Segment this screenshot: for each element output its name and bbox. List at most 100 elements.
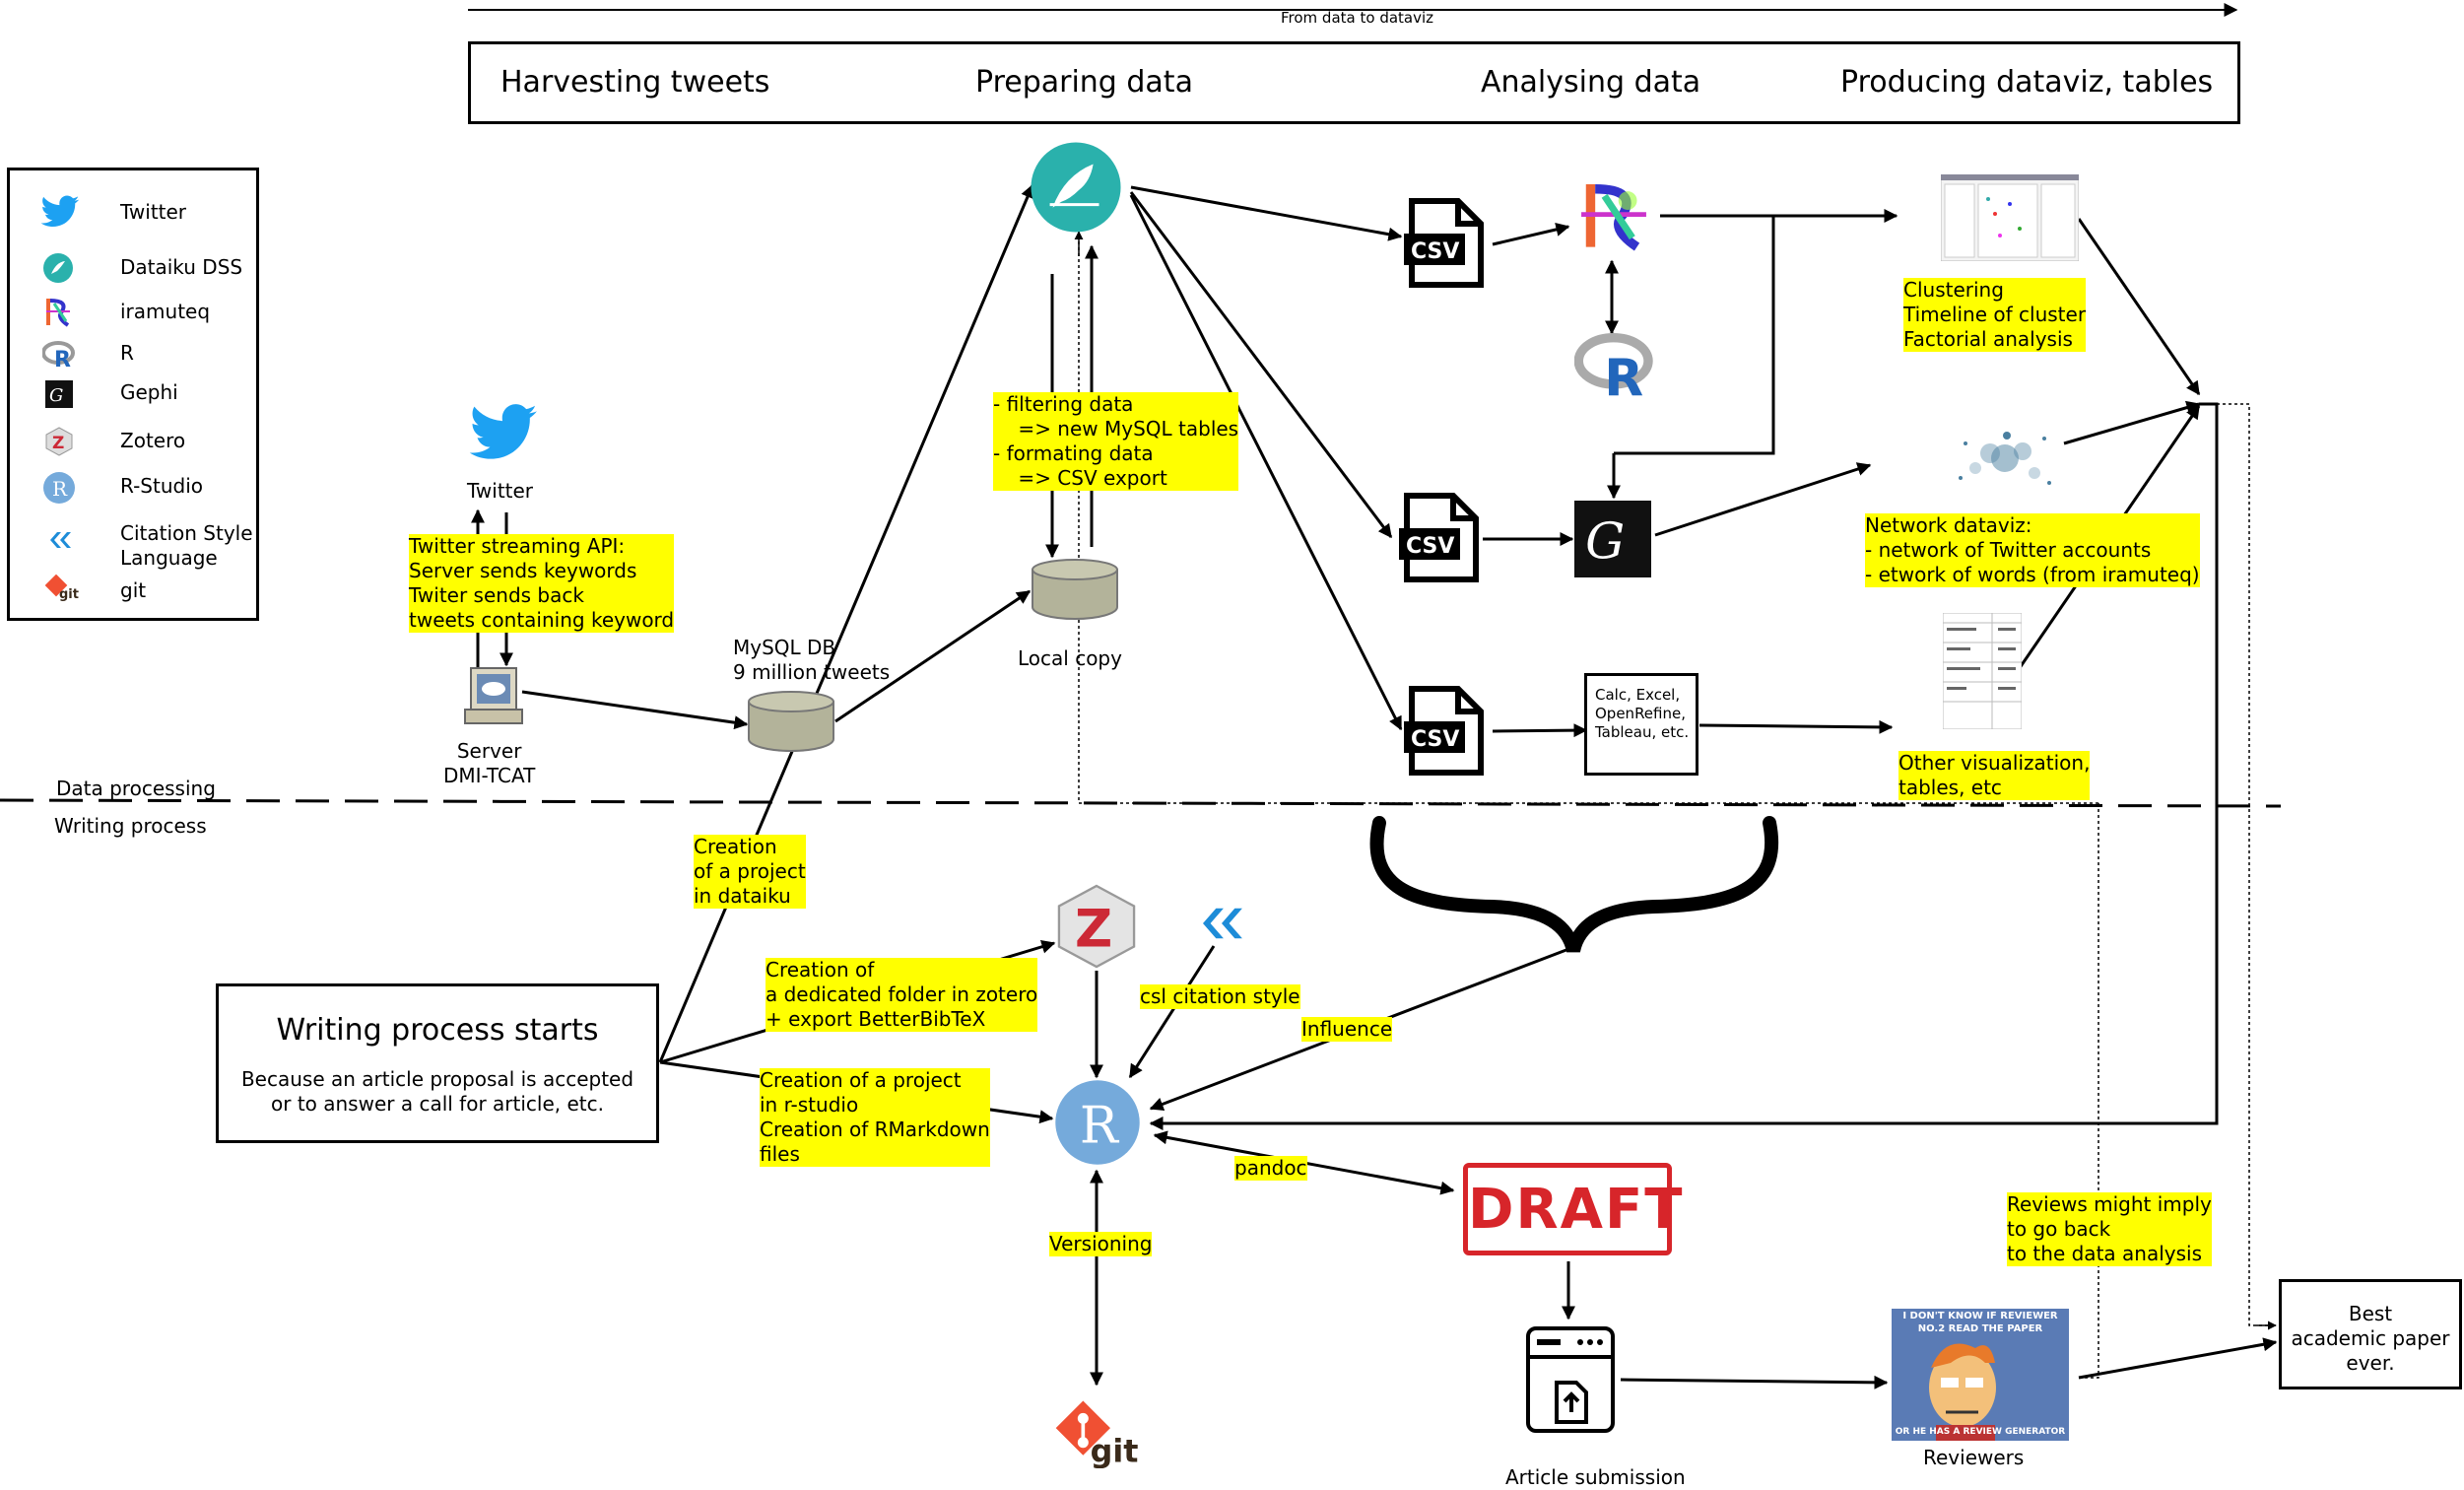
best-paper-label: Best academic paper ever. <box>2291 1302 2450 1375</box>
arrow-calc-other <box>1698 719 1894 734</box>
legend-rstudio-label: R-Studio <box>120 474 204 498</box>
clustering-note: Clustering Timeline of cluster Factorial… <box>1903 278 2087 352</box>
arrow-dataiku-csv1 <box>1130 185 1403 241</box>
arrow-csv1-iramuteq <box>1492 223 1570 246</box>
writing-process-label: Writing process <box>54 814 207 838</box>
top-arrow-label: From data to dataviz <box>1281 9 1434 27</box>
dotted-reviews-return <box>2079 803 2099 1379</box>
arrow-server-mysql <box>521 690 749 730</box>
legend-r-label: R <box>120 341 134 365</box>
meme-top-text: I DON'T KNOW IF REVIEWER NO.2 READ THE P… <box>1902 1311 2058 1334</box>
csv-icon-1: CSV <box>1404 198 1484 288</box>
arrow-submission-reviewers <box>1620 1375 1889 1389</box>
clustering-screenshot <box>1941 174 2079 261</box>
influence-note: Influence <box>1301 1017 1393 1042</box>
csl-icon <box>1203 908 1242 939</box>
dotted-best-return <box>2217 403 2274 1326</box>
reviewers-label: Reviewers <box>1923 1446 2025 1469</box>
stage-analysing: Analysing data <box>1481 65 1701 100</box>
draft-stamp: DRAFT <box>1463 1163 1685 1255</box>
rstudio-icon: R <box>1055 1080 1140 1165</box>
svg-text:Z: Z <box>52 434 64 453</box>
svg-text:R: R <box>1604 350 1643 398</box>
arrow-dataiku-csv3 <box>1129 194 1403 731</box>
svg-text:CSV: CSV <box>1411 727 1459 752</box>
stage-preparing: Preparing data <box>975 65 1193 100</box>
arrow-csl-rstudio <box>1128 945 1216 1079</box>
legend-csl-label: Citation Style Language <box>120 521 253 570</box>
rstudio-icon: R <box>43 472 75 504</box>
r-icon: R <box>42 341 75 369</box>
arrow-mysql-local <box>834 589 1032 723</box>
csv-icon-2: CSV <box>1399 493 1479 582</box>
legend-iramuteq-label: iramuteq <box>120 300 211 323</box>
separator-line <box>0 798 2282 808</box>
arrow-dataiku-csv2 <box>1129 191 1393 539</box>
stage-harvesting: Harvesting tweets <box>500 65 770 100</box>
arrow-gephi-network <box>1654 462 1872 537</box>
data-processing-label: Data processing <box>56 777 216 800</box>
reviews-imply-note: Reviews might imply to go back to the da… <box>2007 1192 2212 1266</box>
r-icon: R <box>1574 333 1653 398</box>
svg-text:CSV: CSV <box>1411 239 1459 264</box>
calc-tools-box: Calc, Excel, OpenRefine, Tableau, etc. <box>1584 673 1698 776</box>
twitter-icon <box>40 195 80 227</box>
arrow-clustering-conv <box>2077 218 2201 396</box>
server-icon <box>464 667 523 724</box>
streaming-api-note: Twitter streaming API: Server sends keyw… <box>409 534 675 633</box>
arrow-csv3-calc <box>1492 723 1588 738</box>
calc-tools-label: Calc, Excel, OpenRefine, Tableau, etc. <box>1595 686 1690 741</box>
csl-citation-note: csl citation style <box>1140 984 1300 1009</box>
legend-gephi-label: Gephi <box>120 380 178 404</box>
best-paper-box: Best academic paper ever. <box>2279 1279 2462 1389</box>
csv-icon-3: CSV <box>1404 686 1484 776</box>
writing-starts-sub: Because an article proposal is accepted … <box>240 1067 634 1116</box>
svg-text:G: G <box>1585 512 1625 571</box>
network-note: Network dataviz: - network of Twitter ac… <box>1865 513 2200 587</box>
git-icon: git <box>45 575 79 602</box>
gephi-icon: G <box>1574 501 1651 577</box>
mysql-label: MySQL DB 9 million tweets <box>733 636 891 684</box>
meme-bottom-text: OR HE HAS A REVIEW GENERATOR <box>1895 1427 2066 1437</box>
zotero-icon: Z <box>1057 884 1136 969</box>
gephi-icon: G <box>45 380 73 408</box>
creation-rstudio-note: Creation of a project in r-studio Creati… <box>760 1068 990 1167</box>
svg-text:R: R <box>54 348 71 369</box>
svg-text:CSV: CSV <box>1406 534 1454 559</box>
git-icon: git <box>1055 1400 1139 1468</box>
dataiku-icon <box>1031 142 1121 233</box>
svg-text:R: R <box>52 477 68 501</box>
meme-face <box>1929 1343 1996 1441</box>
svg-text:git: git <box>1091 1434 1139 1468</box>
feedback-line <box>1151 402 2219 1125</box>
legend-dataiku-label: Dataiku DSS <box>120 255 243 279</box>
dataiku-icon <box>43 253 73 283</box>
local-copy-label: Local copy <box>1018 646 1122 670</box>
stages-header: Harvesting tweets Preparing data Analysi… <box>468 41 2240 124</box>
arrow-start-dataiku <box>658 183 1034 1063</box>
draft-brace <box>1369 816 1778 953</box>
table-thumbnail <box>1943 613 2022 729</box>
twitter-label: Twitter <box>467 479 534 503</box>
legend-twitter-label: Twitter <box>120 200 187 224</box>
draft-label: DRAFT <box>1468 1178 1685 1242</box>
versioning-note: Versioning <box>1049 1232 1153 1256</box>
iramuteq-icon <box>46 299 70 327</box>
creation-zotero-note: Creation of a dedicated folder in zotero… <box>766 958 1038 1032</box>
csl-icon <box>50 532 71 548</box>
iramuteq-icon <box>1581 184 1646 251</box>
network-thumbnail <box>1959 432 2051 485</box>
local-copy-db-icon <box>1032 559 1118 620</box>
pandoc-note: pandoc <box>1234 1156 1307 1181</box>
svg-text:git: git <box>59 587 79 602</box>
arrow-network-conv <box>2063 400 2201 445</box>
zotero-icon: Z <box>45 427 73 456</box>
twitter-icon <box>469 404 537 459</box>
branch-iramuteq-gephi <box>1614 216 1775 455</box>
svg-text:G: G <box>49 385 63 406</box>
reviewers-meme: I DON'T KNOW IF REVIEWER NO.2 READ THE P… <box>1892 1309 2069 1441</box>
stage-producing: Producing dataviz, tables <box>1840 65 2214 100</box>
server-label: Server DMI-TCAT <box>443 739 536 787</box>
filtering-note: - filtering data => new MySQL tables - f… <box>993 392 1239 491</box>
